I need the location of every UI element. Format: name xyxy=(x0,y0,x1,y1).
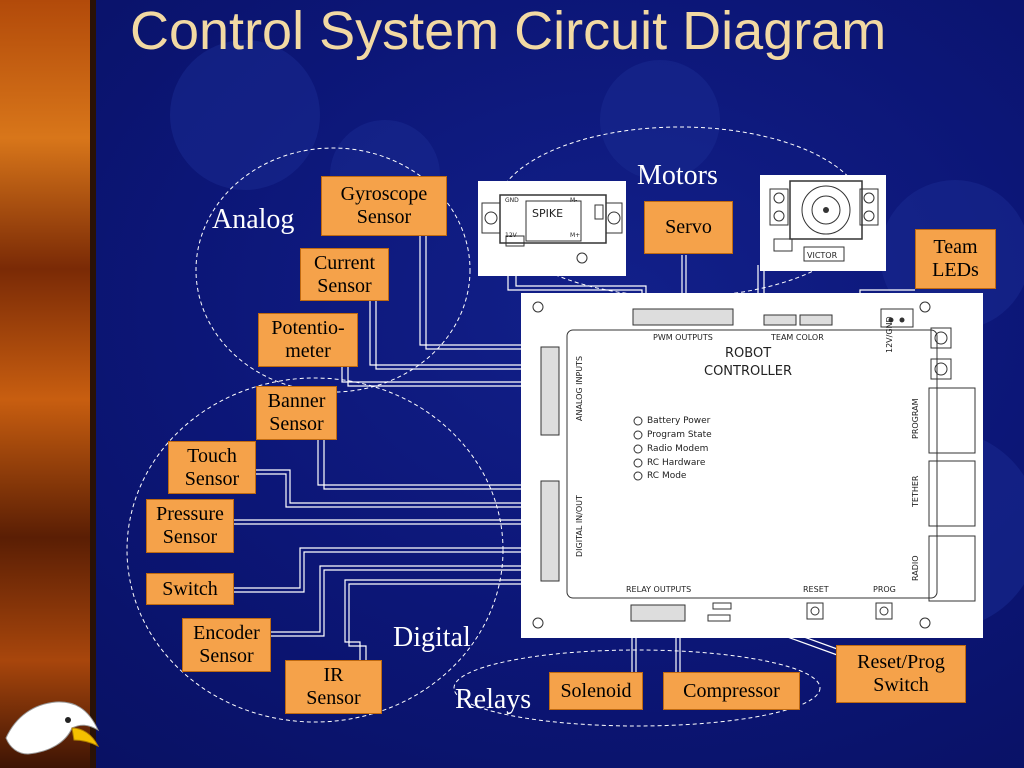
analog-inputs-label: ANALOG INPUTS xyxy=(575,355,584,421)
spike-label: SPIKE xyxy=(532,207,563,220)
radio-port-label: RADIO xyxy=(911,555,920,581)
slide-title: Control System Circuit Diagram xyxy=(130,1,887,61)
power-label: 12V/GND xyxy=(885,316,894,353)
banner-sensor-box: Banner Sensor xyxy=(256,386,337,440)
servo-box: Servo xyxy=(644,201,733,254)
robot-controller: PWM OUTPUTS TEAM COLOR ROBOT CONTROLLER … xyxy=(521,293,983,638)
ir-sensor-box: IR Sensor xyxy=(285,660,382,714)
analog-group-label: Analog xyxy=(212,204,295,235)
background-gear xyxy=(170,40,320,190)
pressure-sensor-box: Pressure Sensor xyxy=(146,499,234,553)
team-leds-box: Team LEDs xyxy=(915,229,996,289)
switch-box: Switch xyxy=(146,573,234,605)
digital-io-label: DIGITAL IN/OUT xyxy=(575,495,584,557)
relays-group-label: Relays xyxy=(455,684,532,715)
compressor-box: Compressor xyxy=(663,672,800,710)
touch-sensor-box: Touch Sensor xyxy=(168,441,256,494)
led-rc-hardware: RC Hardware xyxy=(647,458,706,468)
wires xyxy=(234,236,983,680)
controller-outline xyxy=(532,301,976,629)
led-rc-mode: RC Mode xyxy=(647,471,687,481)
controller-title-line1: ROBOT xyxy=(725,346,772,361)
potentiometer-box: Potentio- meter xyxy=(258,313,358,367)
svg-text:M+: M+ xyxy=(570,232,580,239)
prog-label: PROG xyxy=(873,585,896,594)
eagle-logo xyxy=(5,701,100,755)
svg-text:M-: M- xyxy=(570,197,577,204)
spike-relay-drawing: SPIKE GND 12V M- M+ xyxy=(481,194,623,264)
svg-text:GND: GND xyxy=(505,197,519,204)
motors-group-label: Motors xyxy=(637,160,718,191)
relays-group-ellipse xyxy=(453,649,821,727)
current-sensor-box: Current Sensor xyxy=(300,248,389,301)
tether-port-label: TETHER xyxy=(911,475,920,507)
program-port-label: PROGRAM xyxy=(911,398,920,440)
victor-label: VICTOR xyxy=(807,251,838,260)
victor-controller-image: VICTOR xyxy=(760,175,886,271)
led-radio-modem: Radio Modem xyxy=(647,444,709,454)
gyroscope-sensor-box: Gyroscope Sensor xyxy=(321,176,447,236)
reset-prog-switch-box: Reset/Prog Switch xyxy=(836,645,966,703)
spike-relay-image: SPIKE GND 12V M- M+ xyxy=(478,181,626,276)
sidebar-divider xyxy=(90,0,96,768)
digital-group-label: Digital xyxy=(393,622,471,653)
svg-text:12V: 12V xyxy=(505,232,518,239)
encoder-sensor-box: Encoder Sensor xyxy=(182,618,271,672)
team-color-label: TEAM COLOR xyxy=(771,333,824,342)
digital-group-ellipse xyxy=(126,377,504,723)
led-battery-power: Battery Power xyxy=(647,416,711,426)
solenoid-box: Solenoid xyxy=(549,672,643,710)
relay-outputs-label: RELAY OUTPUTS xyxy=(626,585,692,594)
victor-drawing: VICTOR xyxy=(769,180,879,262)
decorative-sidebar xyxy=(0,0,90,768)
pwm-outputs-label: PWM OUTPUTS xyxy=(653,333,713,342)
background-gear xyxy=(600,60,720,180)
controller-title-line2: CONTROLLER xyxy=(704,364,792,379)
led-program-state: Program State xyxy=(647,430,712,440)
reset-label: RESET xyxy=(803,585,829,594)
